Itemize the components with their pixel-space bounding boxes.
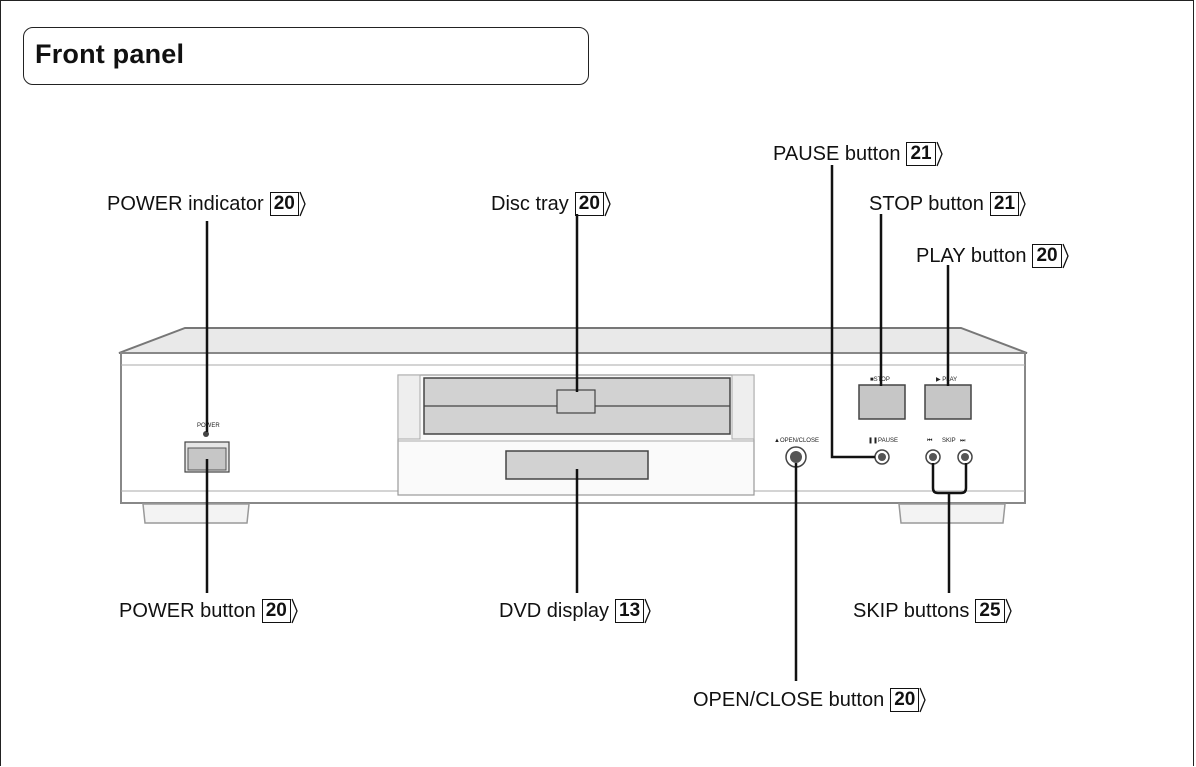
leader-pause-button bbox=[830, 165, 875, 459]
ref-arrow-icon bbox=[919, 687, 927, 713]
ref-arrow-icon bbox=[1019, 191, 1026, 217]
callout-power-button-text: POWER button bbox=[119, 599, 256, 622]
ref-arrow-icon bbox=[604, 191, 611, 217]
callout-pause-button-text: PAUSE button bbox=[773, 142, 901, 165]
page-ref: 21 bbox=[906, 141, 943, 167]
section-title: Front panel bbox=[35, 39, 185, 69]
open-close-button[interactable] bbox=[790, 451, 802, 463]
left-foot bbox=[142, 503, 250, 524]
play-button[interactable] bbox=[924, 384, 972, 420]
callout-power-indicator: POWER indicator 20 bbox=[107, 191, 306, 217]
callout-stop-button-text: STOP button bbox=[869, 192, 984, 215]
play-panel-label: ▶ PLAY bbox=[936, 377, 957, 383]
player-top-bevel bbox=[118, 327, 1028, 354]
tray-left-cap bbox=[397, 374, 421, 440]
callout-play-button-text: PLAY button bbox=[916, 244, 1027, 267]
page-ref-number: 21 bbox=[906, 142, 936, 166]
callout-play-button: PLAY button 20 bbox=[916, 243, 1069, 269]
page-ref-number: 20 bbox=[261, 599, 291, 623]
callout-skip-buttons: SKIP buttons 25 bbox=[853, 598, 1012, 624]
callout-disc-tray: Disc tray 20 bbox=[491, 191, 611, 217]
power-panel-label: POWER bbox=[197, 423, 220, 429]
skip-prev-button[interactable] bbox=[929, 453, 937, 461]
skip-prev-panel-label: ⏮ bbox=[927, 438, 933, 444]
callout-stop-button: STOP button 21 bbox=[869, 191, 1026, 217]
ref-arrow-icon bbox=[299, 191, 306, 217]
pause-button[interactable] bbox=[878, 453, 886, 461]
page-ref: 21 bbox=[989, 191, 1026, 217]
callout-open-close-button-text: OPEN/CLOSE button bbox=[693, 688, 885, 711]
skip-panel-label: SKIP bbox=[942, 438, 956, 444]
section-title-box bbox=[23, 27, 589, 85]
page-ref-number: 21 bbox=[989, 192, 1020, 216]
skip-next-button[interactable] bbox=[961, 453, 969, 461]
page-ref: 20 bbox=[269, 191, 306, 217]
page-ref: 20 bbox=[1032, 243, 1069, 269]
page-ref: 25 bbox=[975, 598, 1012, 624]
page-ref-number: 20 bbox=[890, 688, 920, 712]
ref-arrow-icon bbox=[291, 598, 298, 624]
right-foot bbox=[898, 503, 1006, 524]
callout-skip-buttons-text: SKIP buttons bbox=[853, 599, 970, 622]
callout-disc-tray-text: Disc tray bbox=[491, 192, 569, 215]
page-ref-number: 20 bbox=[574, 192, 604, 216]
page-ref: 20 bbox=[261, 598, 298, 624]
tray-right-cap bbox=[731, 374, 755, 440]
callout-dvd-display: DVD display 13 bbox=[499, 598, 651, 624]
ref-arrow-icon bbox=[1004, 598, 1012, 624]
open-close-panel-label: ▲OPEN/CLOSE bbox=[774, 438, 819, 444]
ref-arrow-icon bbox=[1062, 243, 1069, 269]
page-ref-number: 25 bbox=[975, 599, 1005, 623]
callout-open-close-button: OPEN/CLOSE button 20 bbox=[693, 687, 927, 713]
page-ref: 13 bbox=[615, 598, 651, 624]
skip-next-panel-label: ⏭ bbox=[960, 438, 966, 444]
tray-notch bbox=[556, 389, 596, 414]
power-indicator-led bbox=[203, 431, 209, 437]
callout-power-button: POWER button 20 bbox=[119, 598, 298, 624]
ref-arrow-icon bbox=[936, 141, 943, 167]
page-ref-number: 13 bbox=[615, 599, 645, 623]
callout-pause-button: PAUSE button 21 bbox=[773, 141, 943, 167]
page-ref-number: 20 bbox=[1032, 244, 1062, 268]
page-ref: 20 bbox=[574, 191, 611, 217]
page-ref: 20 bbox=[890, 687, 927, 713]
callout-dvd-display-text: DVD display bbox=[499, 599, 610, 622]
pause-panel-label: ❚❚PAUSE bbox=[868, 437, 898, 444]
ref-arrow-icon bbox=[644, 598, 651, 624]
stop-button[interactable] bbox=[858, 384, 906, 420]
page-ref-number: 20 bbox=[269, 192, 299, 216]
callout-power-indicator-text: POWER indicator bbox=[107, 192, 264, 215]
